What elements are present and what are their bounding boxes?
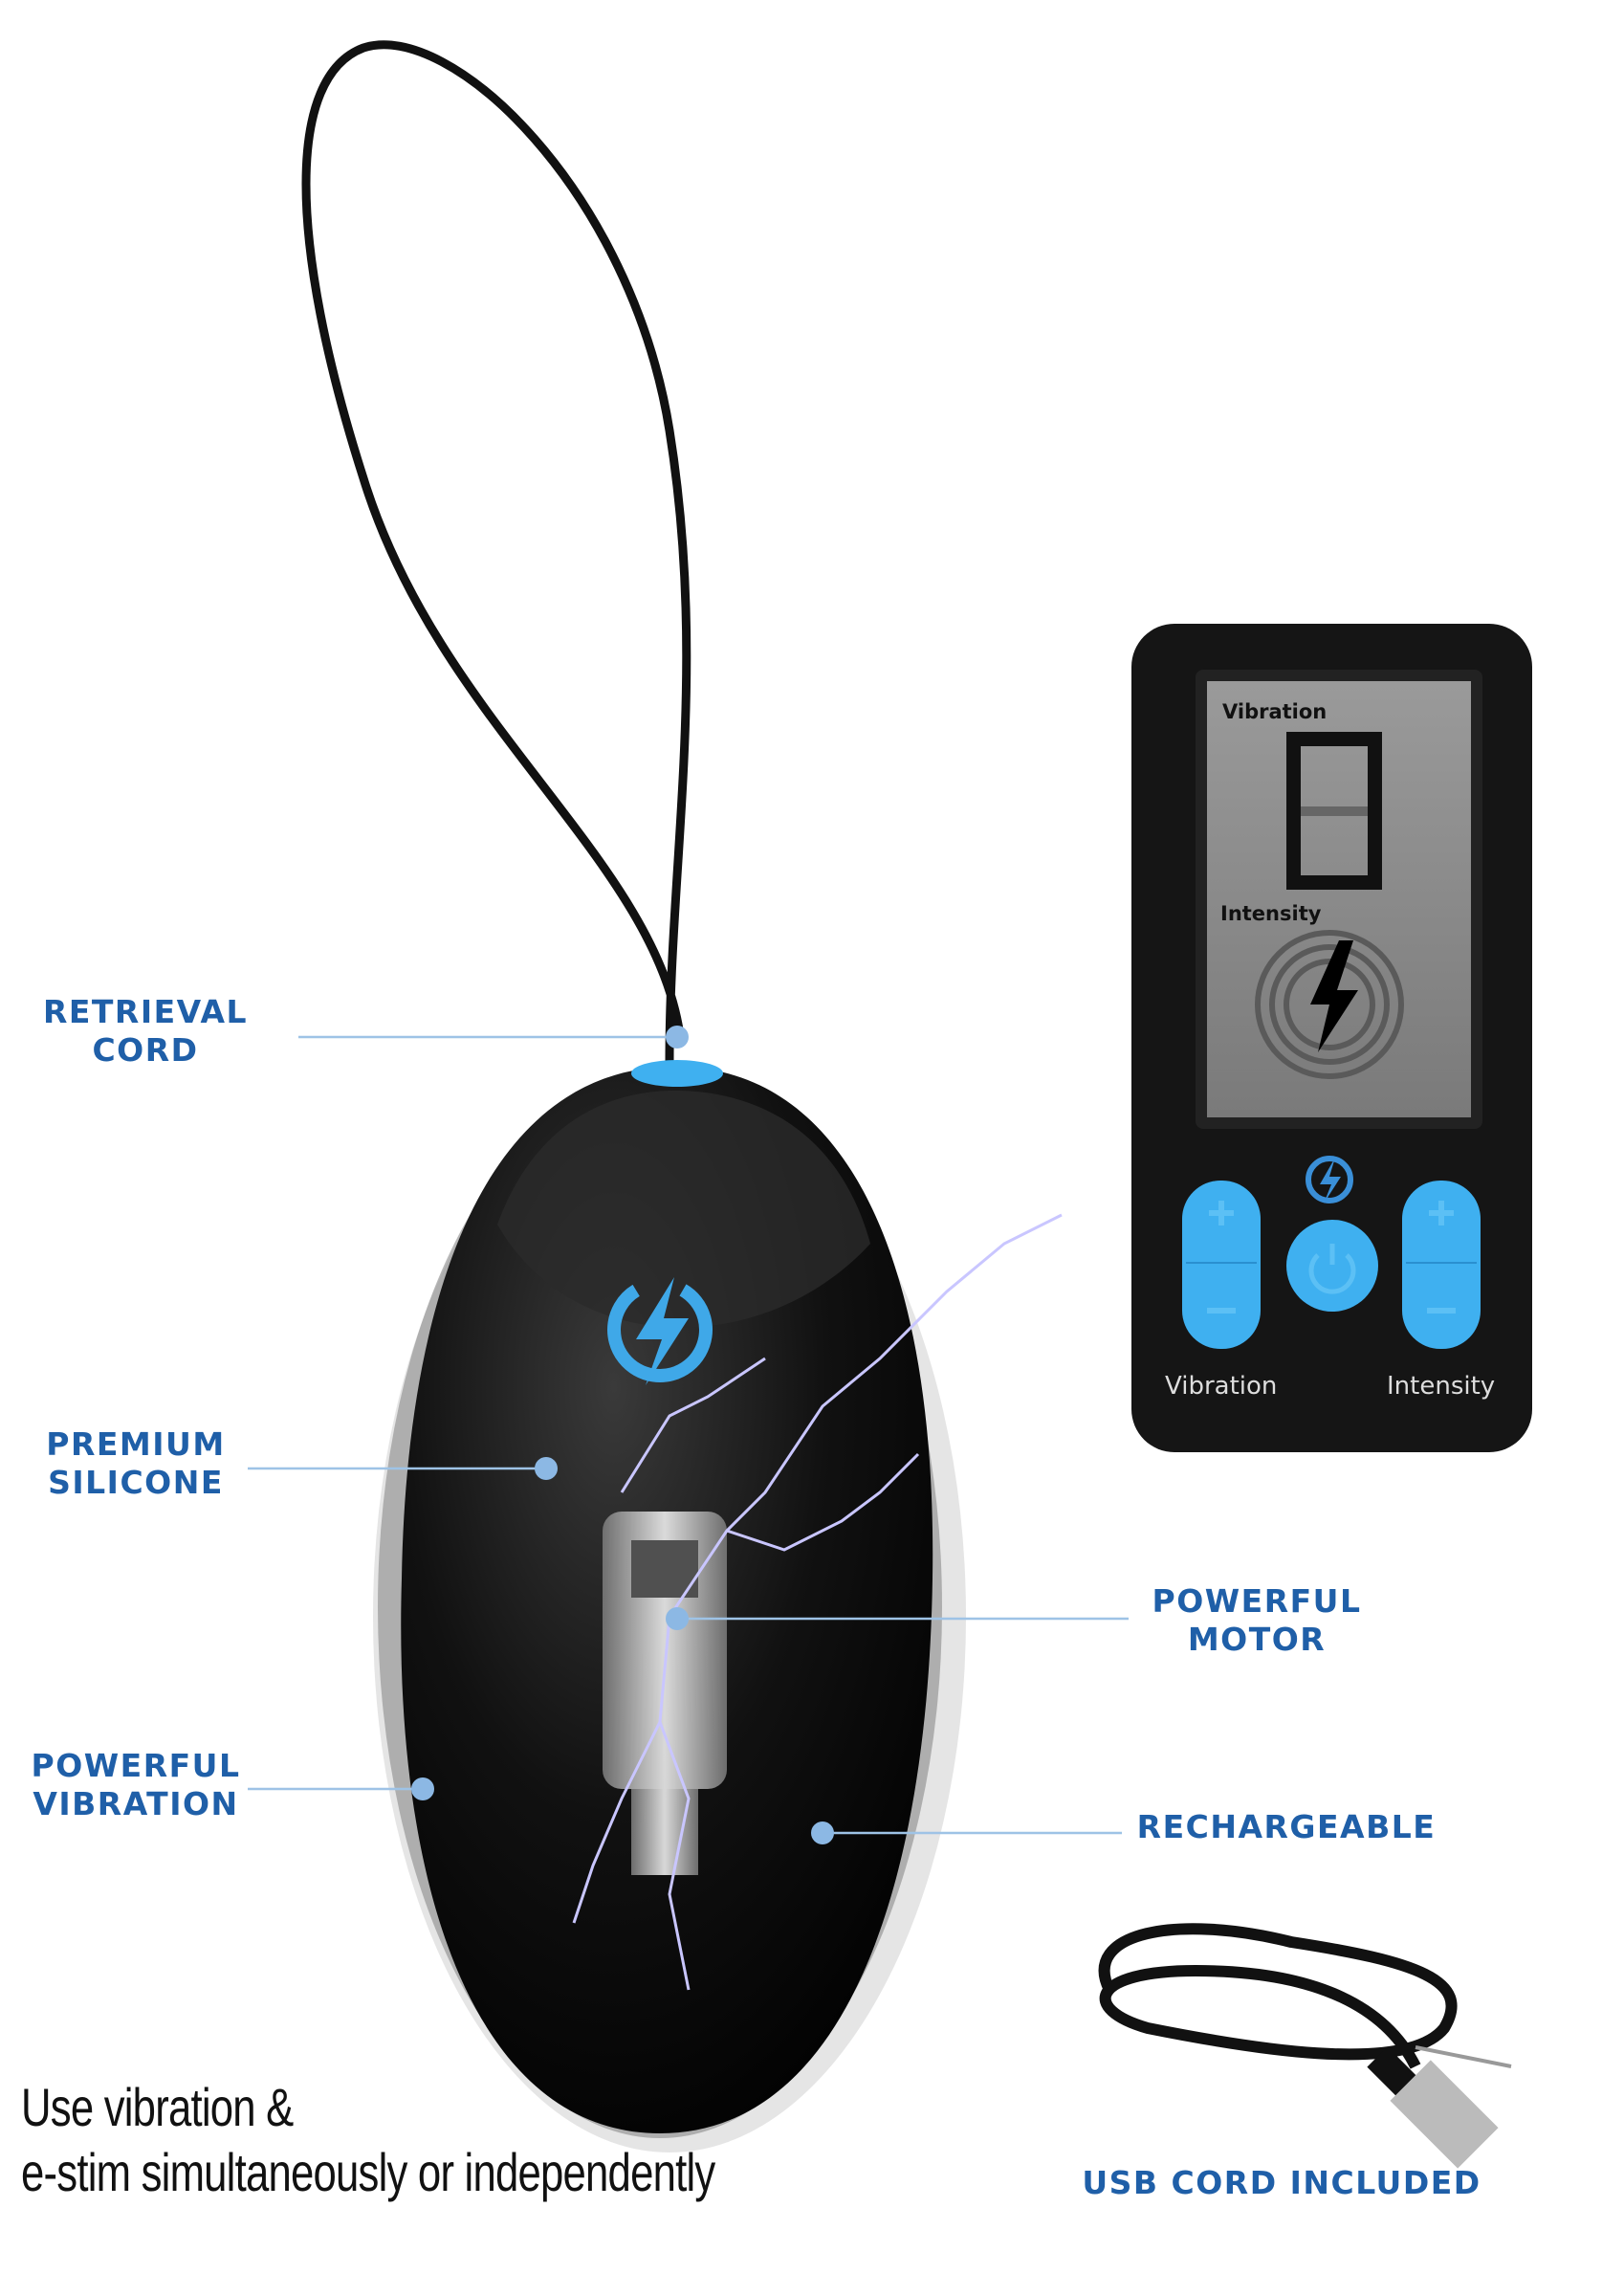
callout-dots [411, 1026, 834, 1844]
label-line: CORD [92, 1031, 199, 1069]
button-intensity-label: Intensity [1387, 1372, 1496, 1401]
label-usb-cord-included: USB CORD INCLUDED [1082, 2164, 1481, 2201]
label-line: POWERFUL [1152, 1582, 1362, 1620]
vibration-plus-minus-button[interactable] [1182, 1181, 1261, 1349]
label-retrieval-cord: RETRIEVAL CORD [43, 993, 248, 1070]
power-button[interactable] [1286, 1220, 1378, 1312]
tagline-line-2: e-stim simultaneously or independently [21, 2142, 715, 2202]
label-rechargeable: RECHARGEABLE [1136, 1808, 1437, 1845]
lightning-bolt-icon [1310, 940, 1358, 1052]
intensity-plus-minus-button[interactable] [1402, 1181, 1481, 1349]
small-lightning-icon [1306, 1156, 1353, 1203]
intensity-rings-icon [1255, 930, 1404, 1079]
seven-segment-digit [1286, 732, 1382, 890]
lightning-logo-icon [607, 1277, 713, 1385]
cord-cap [631, 1060, 723, 1087]
label-line: RETRIEVAL [42, 993, 249, 1030]
button-vibration-label: Vibration [1165, 1372, 1278, 1401]
retrieval-cord [301, 40, 691, 1063]
motor-graphic [603, 1512, 727, 1875]
label-premium-silicone: PREMIUM SILICONE [46, 1425, 225, 1502]
label-line: SILICONE [48, 1464, 224, 1501]
remote-control [1131, 624, 1532, 1452]
label-powerful-vibration: POWERFUL VIBRATION [32, 1747, 241, 1823]
leader-lines [248, 1035, 1129, 1835]
usb-cord-graphic [1098, 1923, 1512, 2169]
tagline-line-1: Use vibration & [21, 2077, 294, 2137]
label-line: POWERFUL [31, 1747, 241, 1784]
screen-intensity-label: Intensity [1220, 902, 1322, 925]
label-line: MOTOR [1187, 1621, 1327, 1658]
label-line: VIBRATION [33, 1785, 239, 1822]
electric-sparks [572, 1213, 1063, 1991]
label-powerful-motor: POWERFUL MOTOR [1152, 1582, 1362, 1659]
label-line: PREMIUM [46, 1425, 226, 1463]
screen-vibration-label: Vibration [1222, 700, 1328, 723]
